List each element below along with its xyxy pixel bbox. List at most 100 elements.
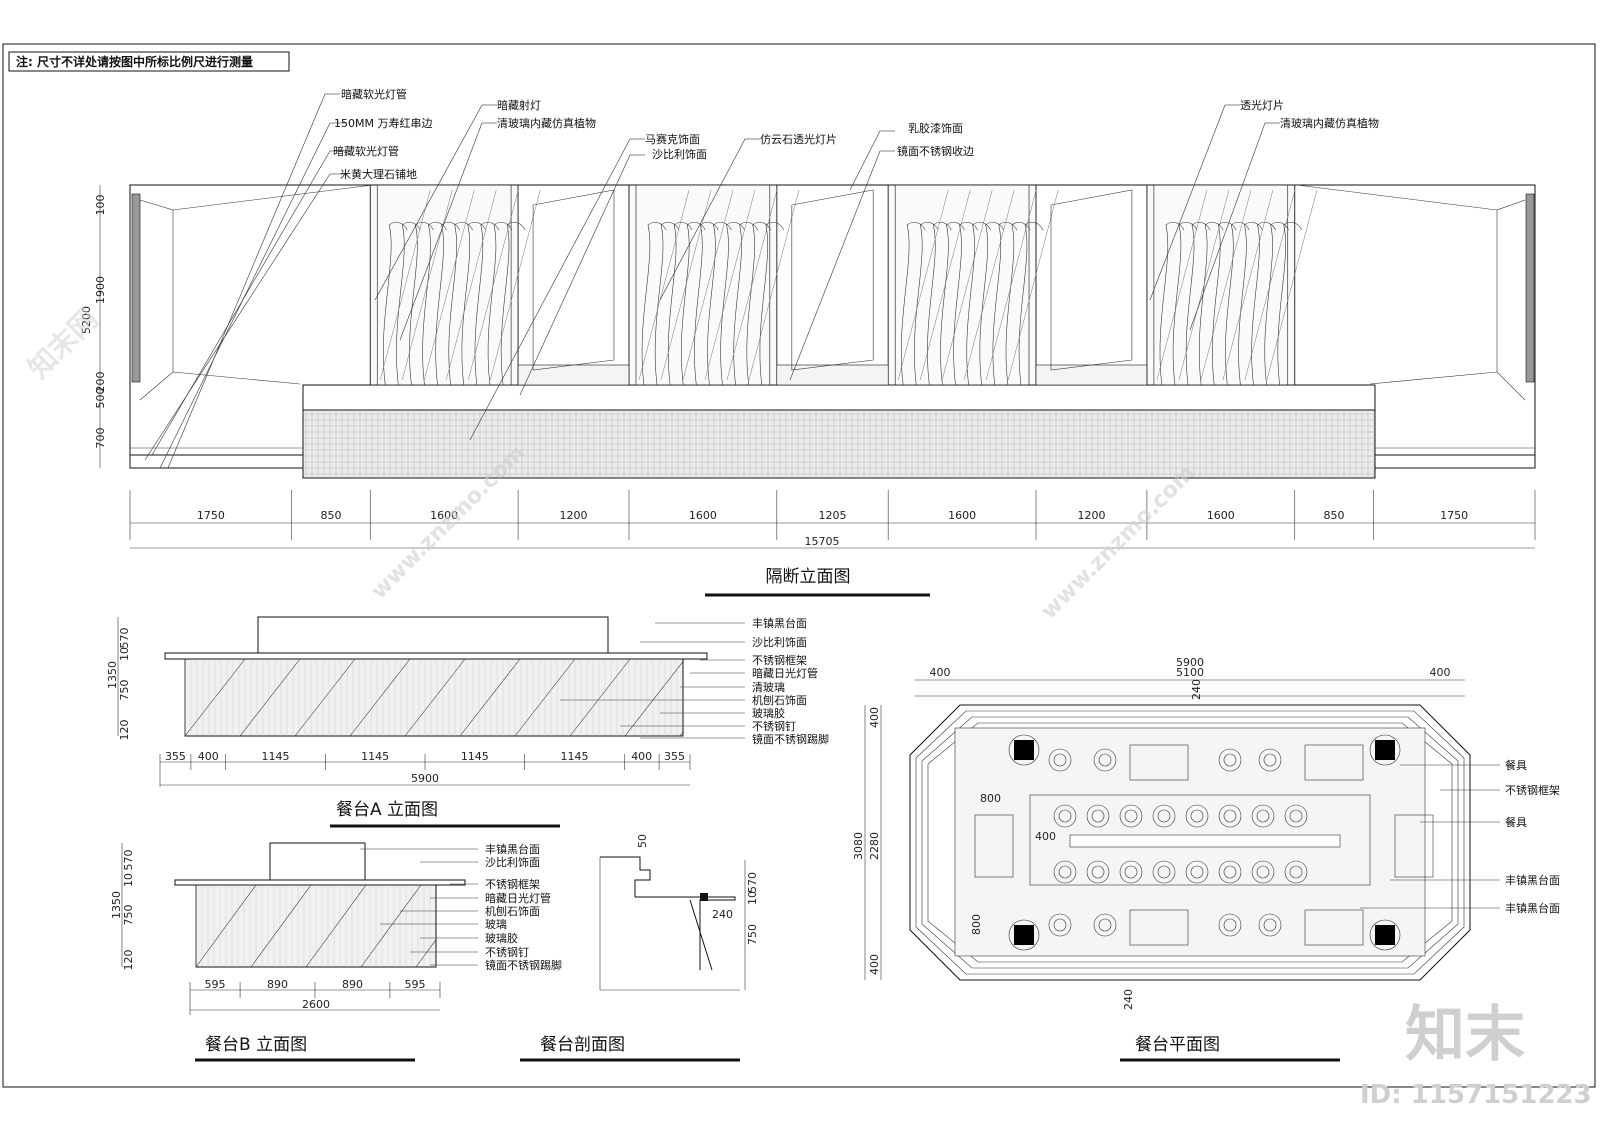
table-a-label: 沙比利饰面 (752, 635, 807, 649)
tableA-vdim: 1350 (106, 661, 119, 689)
partition-label: 乳胶漆饰面 (908, 121, 963, 135)
partition-label: 镜面不锈钢收边 (897, 144, 974, 158)
watermark-id: ID: 1157151223 (1360, 1080, 1592, 1110)
table-a-total: 5900 (411, 772, 439, 785)
note-text: 注: 尺寸不详处请按图中所标比例尺进行测量 (16, 54, 253, 69)
plan-title: 餐台平面图 (1135, 1035, 1220, 1055)
partition-dim: 1600 (689, 509, 717, 522)
partition-dim: 1600 (948, 509, 976, 522)
table-b-label: 玻璃胶 (485, 931, 518, 945)
tableB-dim: 890 (342, 978, 363, 991)
tableB-dim: 595 (205, 978, 226, 991)
partition-dim: 1205 (819, 509, 847, 522)
partition-dim: 1600 (430, 509, 458, 522)
partition-dim: 1750 (1440, 509, 1468, 522)
partition-dim: 1600 (1207, 509, 1235, 522)
tableB-dim: 595 (404, 978, 425, 991)
partition-vdim: 100 (94, 195, 107, 216)
plan-inner-dim: 240 (1122, 989, 1135, 1010)
plan-dim: 400 (868, 707, 881, 728)
note-box (8, 51, 290, 72)
table-a-labels: 丰镇黑台面 沙比利饰面 不锈钢框架 暗藏日光灯管 清玻璃 机刨石饰面 玻璃胶 不… (752, 616, 829, 746)
section-dim: 240 (712, 908, 733, 921)
table-plan: 5900 400 5100 400 3080 2280 400 400 240 … (852, 656, 1500, 1010)
table-a-label: 机刨石饰面 (752, 693, 807, 707)
partition-label: 暗藏射灯 (497, 98, 541, 112)
tableB-vdim: 750 (122, 905, 135, 926)
partition-label: 仿云石透光灯片 (760, 132, 837, 146)
partition-dim: 850 (320, 509, 341, 522)
partition-elevation (129, 93, 1536, 479)
partition-vdim: 700 (94, 428, 107, 449)
plan-label: 丰镇黑台面 (1505, 901, 1560, 915)
tableA-vdim: 570 (118, 628, 131, 649)
tableB-vdim: 120 (122, 950, 135, 971)
table-b-label: 暗藏日光灯管 (485, 891, 551, 905)
plan-inner-dim: 800 (970, 914, 983, 935)
plan-inner-dim: 400 (1035, 830, 1056, 843)
tableA-dim: 355 (165, 750, 186, 763)
table-b-label: 不锈钢框架 (485, 878, 540, 891)
table-a-label: 暗藏日光灯管 (752, 666, 818, 680)
partition-dim: 1200 (560, 509, 588, 522)
table-b-label: 机刨石饰面 (485, 904, 540, 918)
tableB-vdim: 570 (122, 850, 135, 871)
table-a-label: 清玻璃 (752, 680, 785, 694)
sheet-border (2, 43, 1596, 1088)
table-b-label: 沙比利饰面 (485, 855, 540, 869)
plan-label: 餐具 (1505, 758, 1527, 772)
tableA-vdim: 120 (118, 720, 131, 741)
section-title: 餐台剖面图 (540, 1035, 625, 1055)
partition-label: 马赛克饰面 (645, 132, 700, 146)
plan-dim: 400 (1430, 666, 1451, 679)
plan-inner-dim: 240 (1190, 679, 1203, 700)
partition-vdim: 5200 (80, 306, 93, 334)
watermark-cn: 知末网 (22, 302, 105, 385)
tableA-dim: 1145 (361, 750, 389, 763)
partition-label: 沙比利饰面 (652, 147, 707, 161)
table-b-labels: 丰镇黑台面 沙比利饰面 不锈钢框架 暗藏日光灯管 机刨石饰面 玻璃 玻璃胶 不锈… (485, 842, 562, 972)
plan-label: 丰镇黑台面 (1505, 873, 1560, 887)
table-b-label: 玻璃 (485, 917, 507, 931)
partition-label: 清玻璃内藏仿真植物 (497, 116, 596, 130)
tableA-dim: 355 (664, 750, 685, 763)
watermark-site: www.znzmo.com (1037, 460, 1201, 624)
tableA-dim: 400 (631, 750, 652, 763)
table-a-label: 不锈钢框架 (752, 654, 807, 667)
table-a-label: 不锈钢钉 (752, 720, 796, 733)
table-b-total: 2600 (302, 998, 330, 1011)
partition-label: 暗藏软光灯管 (333, 144, 399, 158)
tableA-dim: 1145 (560, 750, 588, 763)
table-b-title: 餐台B 立面图 (205, 1035, 307, 1055)
tableA-vdim: 750 (118, 680, 131, 701)
partition-vdim: 1900 (94, 276, 107, 304)
table-a-label: 玻璃胶 (752, 706, 785, 720)
partition-label: 暗藏软光灯管 (341, 87, 407, 101)
partition-vdim: 500 (94, 388, 107, 409)
partition-title: 隔断立面图 (766, 567, 851, 587)
plan-dim: 3080 (852, 832, 865, 860)
tableB-dim: 890 (267, 978, 288, 991)
partition-label: 米黄大理石铺地 (340, 167, 417, 181)
tableA-dim: 1145 (262, 750, 290, 763)
table-a-label: 丰镇黑台面 (752, 616, 807, 630)
table-section: 50 570 10 750 240 (599, 834, 759, 991)
tableB-vdim: 10 (122, 873, 135, 887)
tableA-vdim: 10 (118, 647, 131, 661)
partition-dim: 1750 (197, 509, 225, 522)
tableA-dim: 400 (198, 750, 219, 763)
partition-dim: 1200 (1077, 509, 1105, 522)
plan-dim: 2280 (868, 832, 881, 860)
section-dim: 750 (746, 924, 759, 945)
table-b-label: 不锈钢钉 (485, 946, 529, 959)
plan-dim: 400 (868, 954, 881, 975)
plan-inner-dim: 800 (980, 792, 1001, 805)
plan-label: 不锈钢框架 (1505, 784, 1560, 797)
table-b-label: 镜面不锈钢踢脚 (485, 958, 562, 972)
plan-labels: 餐具 不锈钢框架 餐具 丰镇黑台面 丰镇黑台面 (1505, 758, 1560, 915)
table-a-title: 餐台A 立面图 (336, 800, 438, 820)
partition-label: 清玻璃内藏仿真植物 (1280, 116, 1379, 130)
